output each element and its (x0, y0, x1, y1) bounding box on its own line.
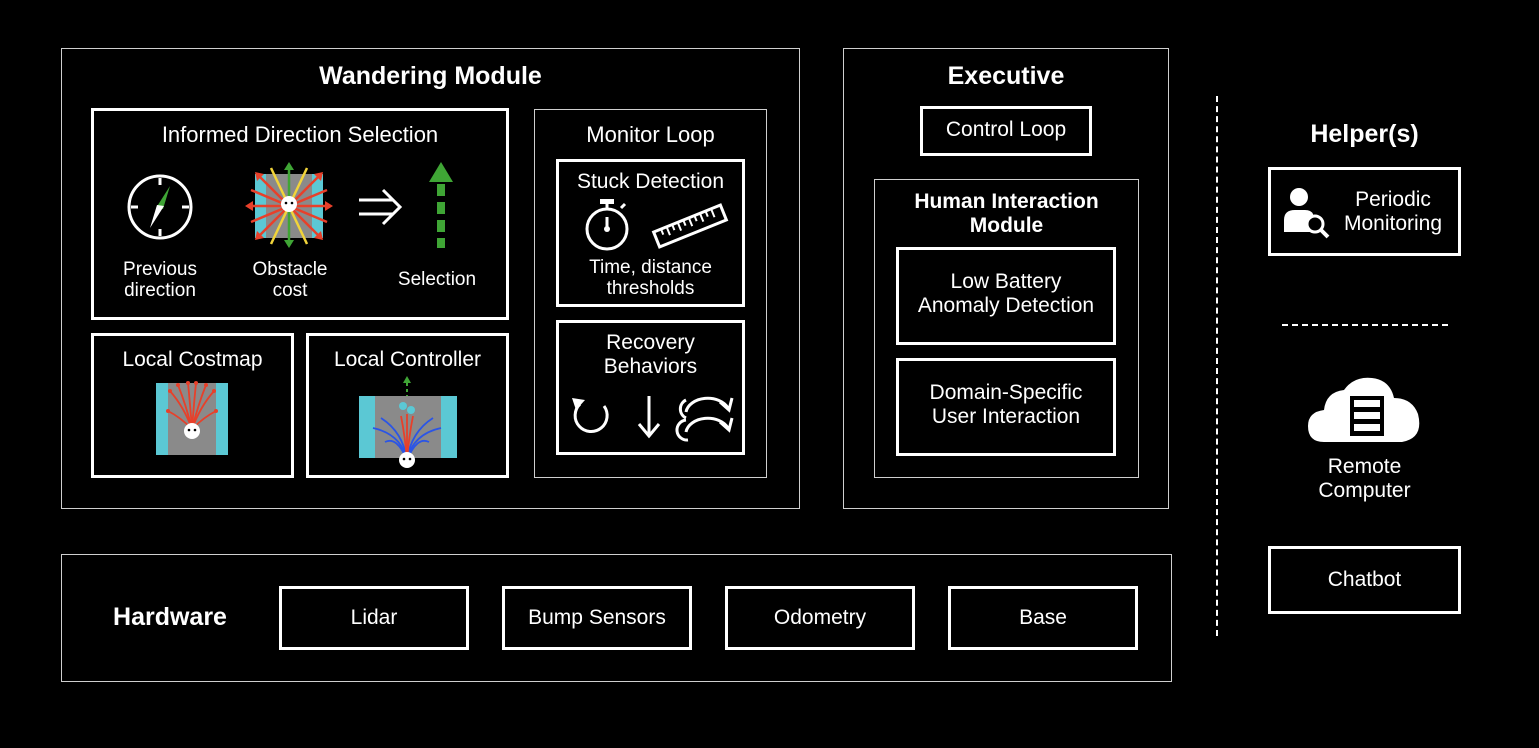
hardware-odometry (725, 586, 915, 650)
domain-specific-line1: Domain-Specific (929, 381, 1083, 404)
selection-label: Selection (397, 269, 477, 290)
local-costmap-icon (156, 381, 228, 455)
low-battery-box (896, 247, 1116, 345)
domain-specific-line2: User Interaction (931, 404, 1081, 428)
periodic-line2: Monitoring (1343, 211, 1443, 235)
domain-specific-label: Domain-Specific User Interaction (896, 381, 1116, 428)
periodic-line1: Periodic (1355, 188, 1431, 211)
hardware-base (948, 586, 1138, 650)
control-loop (920, 106, 1092, 156)
down-arrow-icon (637, 396, 661, 439)
stuck-thresholds-line1: Time, distance (589, 257, 712, 278)
chatbot-label: Chatbot (1327, 568, 1402, 591)
helpers-title: Helper(s) (1310, 120, 1419, 148)
wandering-module-title: Wandering Module (319, 62, 542, 90)
cloud-server-icon (1308, 377, 1420, 442)
monitor-loop (534, 109, 767, 478)
remote-computer-label: Remote Computer (1268, 455, 1461, 502)
monitor-loop-title: Monitor Loop (586, 122, 715, 147)
local-controller-title: Local Controller (333, 348, 482, 371)
hardware-lidar-label: Lidar (350, 606, 398, 629)
helpers-divider-horizontal (1282, 324, 1448, 326)
compass-icon (127, 174, 193, 240)
local-controller (306, 333, 509, 478)
human-interaction-title: Human Interaction Module (874, 190, 1139, 237)
low-battery-line2: Anomaly Detection (917, 293, 1095, 317)
remote-line1: Remote (1327, 455, 1402, 478)
stuck-detection (556, 159, 745, 307)
recovery-line1: Recovery (606, 331, 695, 354)
user-search-icon (1284, 188, 1330, 239)
rotate-icon (572, 398, 609, 433)
recovery-line2: Behaviors (603, 354, 698, 378)
stuck-detection-title: Stuck Detection (576, 170, 725, 193)
implies-arrow-icon (359, 188, 403, 226)
informed-direction-title: Informed Direction Selection (161, 122, 439, 147)
local-costmap (91, 333, 294, 478)
him-title-line2: Module (969, 213, 1044, 237)
previous-direction-line1: Previous (123, 259, 197, 280)
executive-title: Executive (947, 62, 1065, 90)
remote-line2: Computer (1318, 478, 1411, 502)
repeat-arrows-icon (675, 396, 734, 442)
hardware-title: Hardware (113, 603, 227, 631)
stuck-thresholds-label: Time, distance thresholds (556, 257, 745, 300)
hardware-bump-sensors-label: Bump Sensors (528, 606, 666, 629)
helpers-divider-vertical (1216, 96, 1218, 636)
wandering-module (61, 48, 800, 509)
previous-direction-label: Previous direction (105, 259, 215, 302)
hardware-odometry-label: Odometry (773, 606, 867, 629)
hardware-bump-sensors (502, 586, 692, 650)
hardware-lidar (279, 586, 469, 650)
obstacle-cost-icon (245, 162, 333, 248)
informed-direction-selection (91, 108, 509, 320)
ruler-icon (651, 203, 729, 249)
obstacle-cost-line2: cost (272, 280, 308, 302)
low-battery-label: Low Battery Anomaly Detection (896, 270, 1116, 317)
hardware (61, 554, 1172, 682)
selection-arrow-icon (429, 162, 453, 248)
him-title-line1: Human Interaction (914, 190, 1099, 213)
local-costmap-title: Local Costmap (122, 348, 263, 371)
domain-specific-box (896, 358, 1116, 456)
obstacle-cost-label: Obstacle cost (235, 259, 345, 302)
executive (843, 48, 1169, 509)
periodic-monitoring (1268, 167, 1461, 256)
stopwatch-icon (585, 199, 629, 251)
recovery-behaviors (556, 320, 745, 455)
stuck-thresholds-line2: thresholds (606, 278, 695, 300)
previous-direction-line2: direction (124, 280, 196, 302)
obstacle-cost-line1: Obstacle (252, 259, 328, 280)
human-interaction-module (874, 179, 1139, 478)
control-loop-label: Control Loop (945, 118, 1067, 141)
recovery-behaviors-title: Recovery Behaviors (556, 331, 745, 378)
hardware-base-label: Base (1019, 606, 1067, 629)
low-battery-line1: Low Battery (950, 270, 1062, 293)
periodic-monitoring-label: Periodic Monitoring (1334, 188, 1452, 235)
chatbot (1268, 546, 1461, 614)
local-controller-icon (359, 376, 457, 468)
